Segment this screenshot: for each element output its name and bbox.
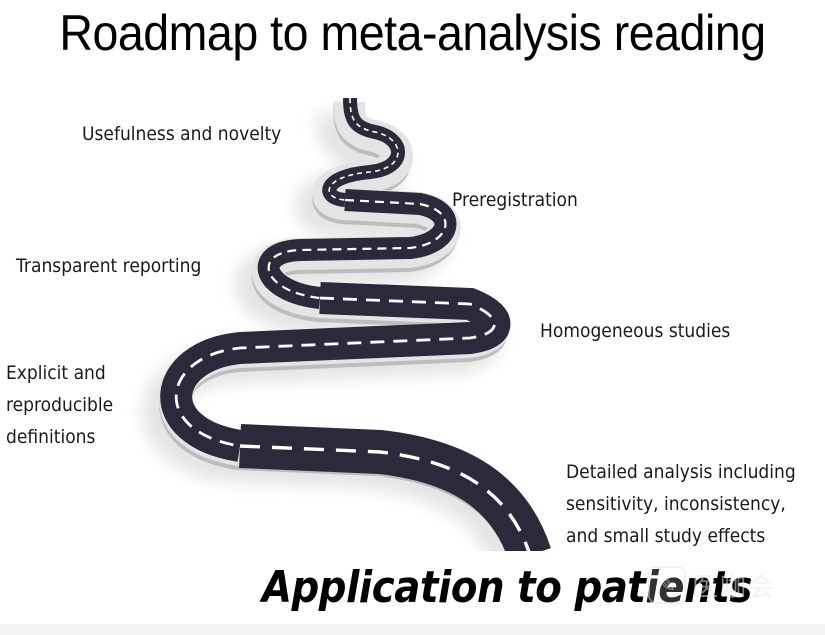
milestone-preregistration: Preregistration: [452, 189, 578, 211]
milestone-line: Explicit and: [6, 362, 106, 384]
road-surface-mid: [257, 189, 457, 309]
milestone-line: and small study effects: [566, 525, 766, 547]
road-center-dashes-top: [328, 97, 399, 201]
bottom-band: [0, 624, 825, 635]
road-center-dashes-low: [174, 296, 496, 448]
milestone-explicit-definitions: Explicit and reproducible definitions: [6, 357, 113, 453]
watermark-text: 医咖会: [692, 572, 777, 603]
milestone-line: Detailed analysis including: [566, 461, 796, 483]
road-center-dashes-bottom: [239, 444, 531, 551]
milestone-detailed-analysis: Detailed analysis including sensitivity,…: [566, 456, 796, 552]
milestone-line: sensitivity, inconsistency,: [566, 493, 786, 515]
milestone-line: reproducible: [6, 394, 114, 416]
slide-title: Roadmap to meta-analysis reading: [59, 5, 766, 61]
logo-icon: ✎: [648, 566, 686, 604]
milestone-homogeneous-studies: Homogeneous studies: [540, 320, 731, 342]
destination-label: Application to patients: [262, 562, 752, 613]
milestone-line: definitions: [6, 426, 96, 448]
watermark: ✎ 医咖会: [648, 566, 776, 604]
milestone-transparent-reporting: Transparent reporting: [16, 255, 202, 277]
milestone-usefulness-novelty: Usefulness and novelty: [82, 123, 282, 145]
